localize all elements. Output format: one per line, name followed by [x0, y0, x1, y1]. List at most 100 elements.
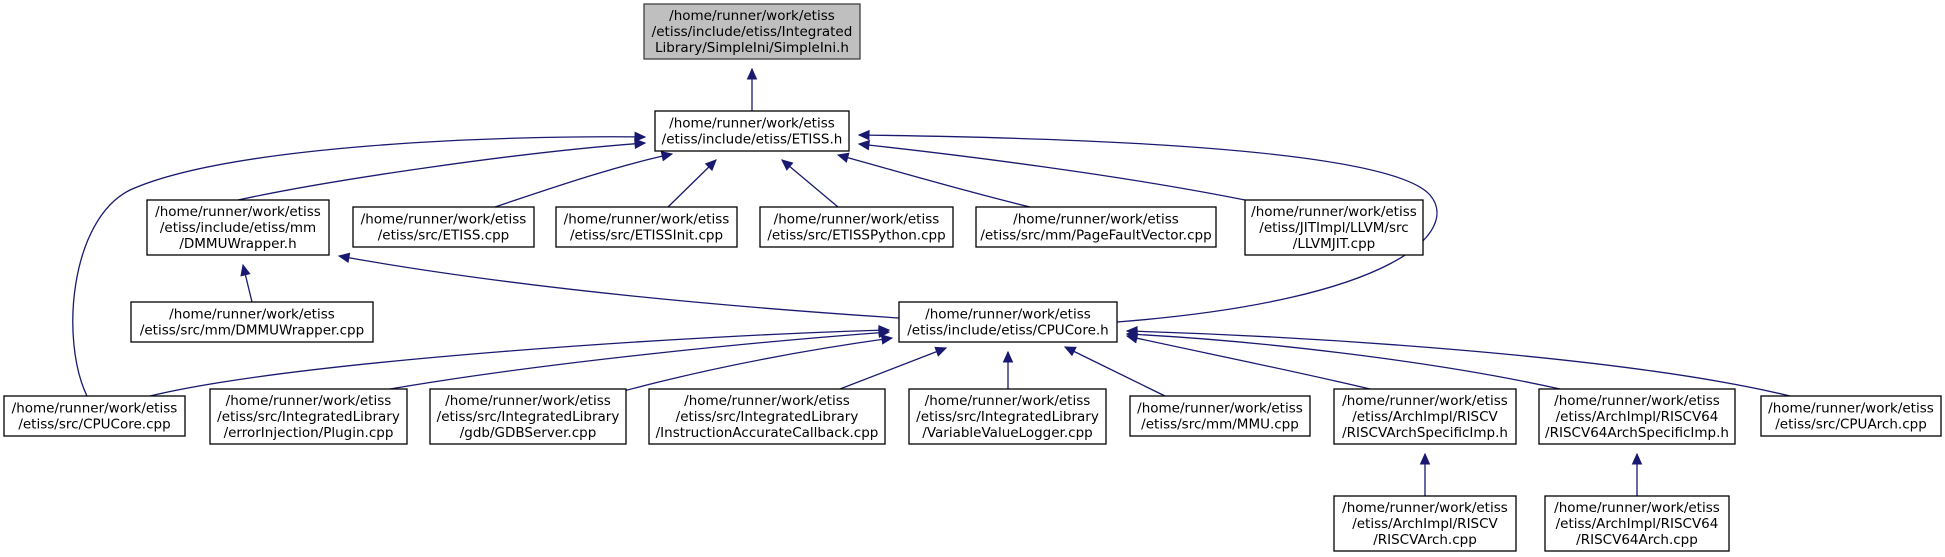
node-label-line: /home/runner/work/etiss: [925, 393, 1091, 409]
edge-line: [839, 347, 947, 390]
node-instrcallback-cpp[interactable]: /home/runner/work/etiss/etiss/src/Integr…: [648, 388, 886, 445]
node-riscv64arch-cpp[interactable]: /home/runner/work/etiss/etiss/ArchImpl/R…: [1544, 495, 1730, 552]
node-label-line: /RISCV64Arch.cpp: [1576, 532, 1698, 548]
edge-line: [858, 134, 1438, 323]
node-label-line: /etiss/src/IntegratedLibrary: [437, 409, 620, 425]
node-dmmuwrapper-cpp[interactable]: /home/runner/work/etiss/etiss/src/mm/DMM…: [130, 301, 374, 343]
edges-layer: [72, 67, 1791, 496]
edge-riscvarchspecific_h-to-cpucore_h: [1125, 333, 1371, 390]
edge-mmu_cpp-to-cpucore_h: [1063, 346, 1166, 397]
node-label-line: /home/runner/work/etiss: [226, 393, 392, 409]
node-dmmuwrapper-h[interactable]: /home/runner/work/etiss/etiss/include/et…: [146, 199, 330, 256]
node-label-line: /home/runner/work/etiss: [774, 212, 940, 228]
node-box: [3, 395, 186, 437]
node-riscvarch-cpp[interactable]: /home/runner/work/etiss/etiss/ArchImpl/R…: [1333, 495, 1517, 552]
arrowhead-icon: [660, 151, 674, 162]
node-label-line: /home/runner/work/etiss: [1342, 393, 1508, 409]
node-etiss-cpp[interactable]: /home/runner/work/etiss/etiss/src/ETISS.…: [352, 206, 535, 248]
node-cpucore-h[interactable]: /home/runner/work/etiss/etiss/include/et…: [898, 301, 1118, 343]
node-varvaluelogger-cpp[interactable]: /home/runner/work/etiss/etiss/src/Integr…: [908, 388, 1107, 445]
edge-line: [858, 143, 1246, 201]
node-label-line: /home/runner/work/etiss: [684, 393, 850, 409]
edge-line: [619, 337, 893, 393]
node-box: [1244, 199, 1424, 256]
arrowhead-icon: [934, 346, 948, 357]
arrowhead-icon: [337, 252, 351, 264]
node-box: [1333, 388, 1517, 445]
node-etissinit-cpp[interactable]: /home/runner/work/etiss/etiss/src/ETISSI…: [555, 206, 738, 248]
arrowhead-icon: [634, 138, 647, 150]
node-label-line: /etiss/src/IntegratedLibrary: [916, 409, 1099, 425]
arrowhead-icon: [1419, 452, 1431, 465]
node-box: [759, 206, 954, 248]
node-label-line: /home/runner/work/etiss: [1554, 393, 1720, 409]
node-label-line: /home/runner/work/etiss: [169, 307, 335, 323]
node-riscv64archspecific-h[interactable]: /home/runner/work/etiss/etiss/ArchImpl/R…: [1538, 388, 1736, 445]
node-etisspython-cpp[interactable]: /home/runner/work/etiss/etiss/src/ETISSP…: [759, 206, 954, 248]
edge-dmmuwrapper_h-to-etiss_h: [237, 138, 647, 201]
node-label-line: /etiss/src/ETISS.cpp: [378, 228, 510, 244]
node-box: [146, 199, 330, 256]
node-label-line: /InstructionAccurateCallback.cpp: [656, 425, 879, 441]
edge-riscvarch_cpp-to-riscvarchspecific_h: [1419, 452, 1431, 496]
node-label-line: /RISCVArch.cpp: [1373, 532, 1477, 548]
node-label-line: /LLVMJIT.cpp: [1293, 236, 1375, 252]
edge-llvmjit_cpp-to-etiss_h: [857, 139, 1246, 201]
node-label-line: /RISCVArchSpecificImp.h: [1342, 425, 1508, 441]
arrowhead-icon: [781, 159, 794, 171]
node-errorinjection-cpp[interactable]: /home/runner/work/etiss/etiss/src/Integr…: [209, 388, 408, 445]
node-simpleini: /home/runner/work/etiss/etiss/include/et…: [643, 3, 861, 60]
node-label-line: /etiss/src/IntegratedLibrary: [676, 409, 859, 425]
node-label-line: /etiss/JITImpl/LLVM/src: [1259, 220, 1408, 236]
node-label-line: /etiss/include/etiss/CPUCore.h: [907, 323, 1108, 339]
node-label-line: /home/runner/work/etiss: [1554, 500, 1720, 516]
edge-gdbserver_cpp-to-cpucore_h: [619, 334, 894, 393]
node-label-line: /etiss/src/mm/DMMUWrapper.cpp: [140, 323, 364, 339]
node-label-line: /gdb/GDBServer.cpp: [460, 425, 597, 441]
node-label-line: /home/runner/work/etiss: [445, 393, 611, 409]
node-label-line: /etiss/src/mm/MMU.cpp: [1141, 417, 1299, 433]
arrowhead-icon: [1631, 452, 1643, 465]
arrowhead-icon: [746, 67, 758, 80]
node-box: [1129, 395, 1311, 437]
edge-line: [338, 255, 900, 319]
node-pagefaultvector-cpp[interactable]: /home/runner/work/etiss/etiss/src/mm/Pag…: [975, 206, 1217, 248]
node-cpuarch-cpp[interactable]: /home/runner/work/etiss/etiss/src/CPUArc…: [1760, 395, 1942, 437]
node-label-line: /home/runner/work/etiss: [1768, 401, 1934, 417]
node-box: [130, 301, 374, 343]
edge-line: [149, 329, 890, 397]
node-gdbserver-cpp[interactable]: /home/runner/work/etiss/etiss/src/Integr…: [429, 388, 627, 445]
edge-line: [781, 159, 839, 208]
arrowhead-icon: [880, 334, 894, 345]
node-label-line: /etiss/src/IntegratedLibrary: [217, 409, 400, 425]
edge-pagefaultvector_cpp-to-etiss_h: [836, 152, 1031, 208]
edge-line: [237, 142, 646, 201]
edge-cpucore_cpp-to-etiss_h: [72, 131, 647, 397]
node-etiss-h[interactable]: /home/runner/work/etiss/etiss/include/et…: [654, 110, 850, 152]
node-label-line: /home/runner/work/etiss: [669, 116, 835, 132]
node-box: [654, 110, 850, 152]
edge-line: [1126, 335, 1371, 390]
edge-line: [837, 154, 1031, 208]
node-label-line: /home/runner/work/etiss: [1013, 212, 1179, 228]
node-label-line: /etiss/ArchImpl/RISCV: [1352, 516, 1498, 532]
edge-etisspython_cpp-to-etiss_h: [781, 159, 839, 208]
edge-line: [1126, 330, 1791, 397]
node-box: [1333, 495, 1517, 552]
node-box: [975, 206, 1217, 248]
node-label-line: /errorInjection/Plugin.cpp: [224, 425, 394, 441]
node-cpucore-cpp[interactable]: /home/runner/work/etiss/etiss/src/CPUCor…: [3, 395, 186, 437]
node-mmu-cpp[interactable]: /home/runner/work/etiss/etiss/src/mm/MMU…: [1129, 395, 1311, 437]
node-box: [648, 388, 886, 445]
node-box: [1760, 395, 1942, 437]
node-riscvarchspecific-h[interactable]: /home/runner/work/etiss/etiss/ArchImpl/R…: [1333, 388, 1517, 445]
node-label-line: /home/runner/work/etiss: [155, 204, 321, 220]
node-label-line: /etiss/include/etiss/Integrated: [652, 24, 853, 40]
node-label-line: /etiss/src/mm/PageFaultVector.cpp: [980, 228, 1211, 244]
nodes-layer: /home/runner/work/etiss/etiss/include/et…: [3, 3, 1942, 552]
node-llvmjit-cpp[interactable]: /home/runner/work/etiss/etiss/JITImpl/LL…: [1244, 199, 1424, 256]
edge-line: [667, 159, 717, 208]
node-label-line: /home/runner/work/etiss: [361, 212, 527, 228]
node-label-line: /home/runner/work/etiss: [1137, 401, 1303, 417]
